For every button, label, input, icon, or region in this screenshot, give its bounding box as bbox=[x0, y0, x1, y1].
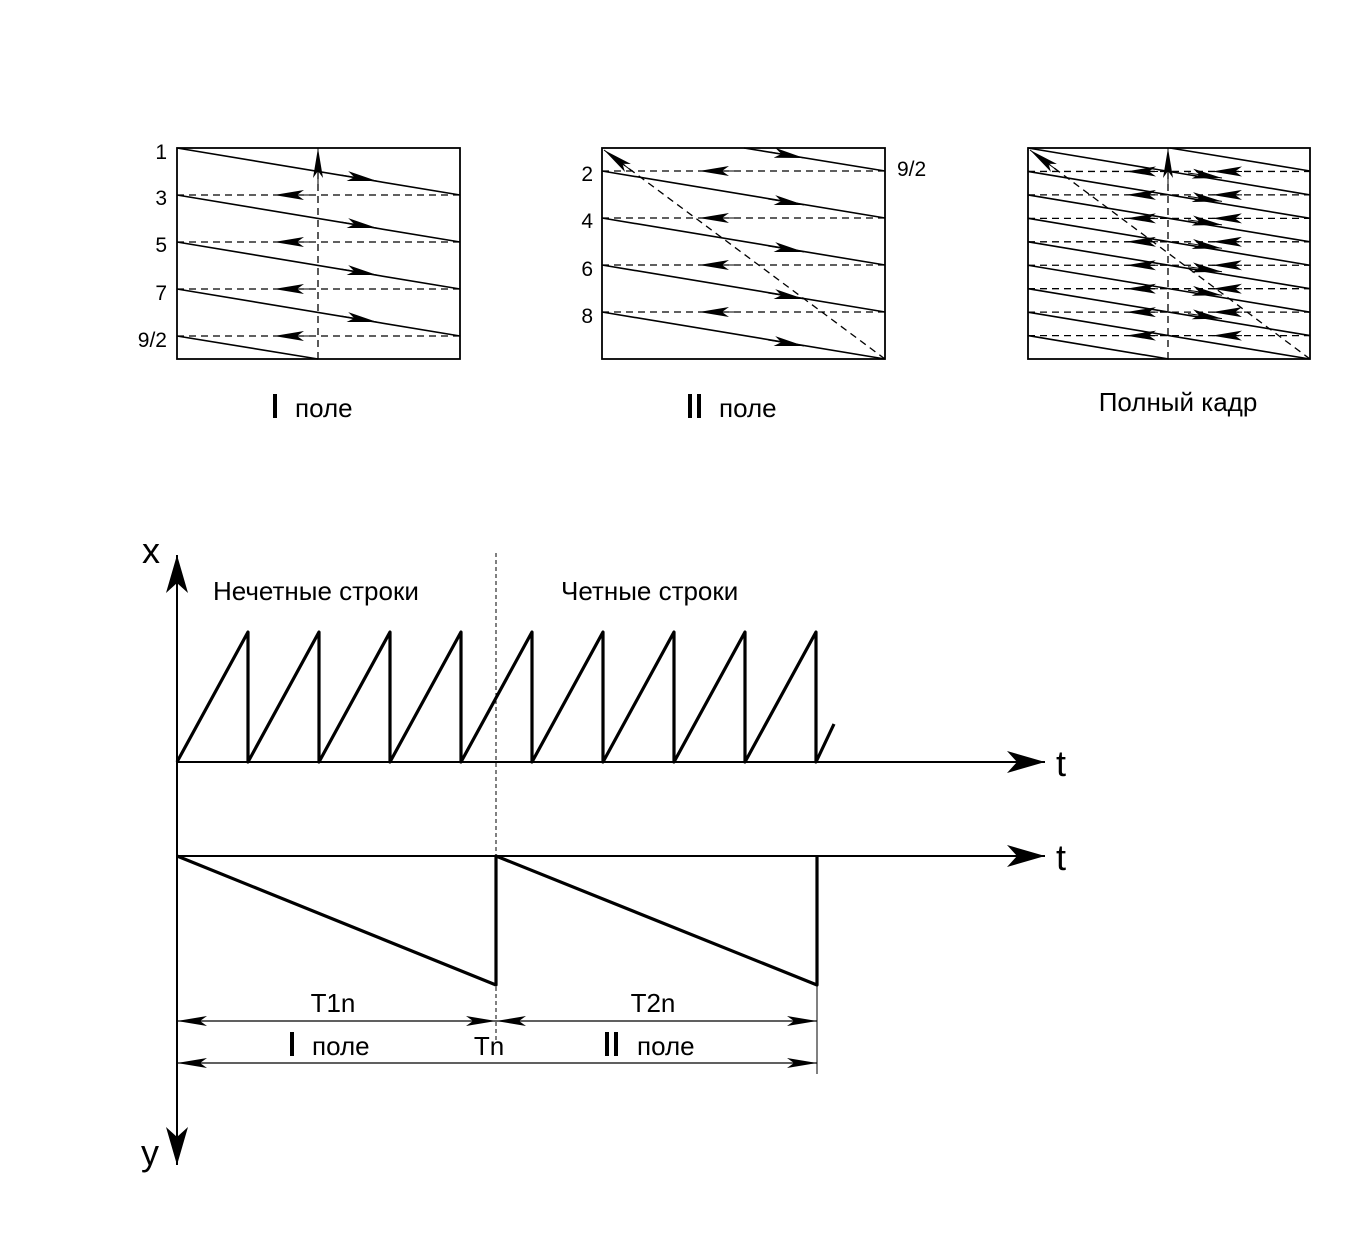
field-2-scan-line bbox=[743, 147, 886, 172]
field-2-scan-line bbox=[601, 311, 886, 360]
field-2-scan-line bbox=[601, 217, 886, 266]
t-axis-label: t bbox=[1056, 743, 1066, 784]
roman-numeral-glyph bbox=[697, 394, 701, 418]
full-frame-scan-line bbox=[1027, 241, 1311, 290]
full-frame-scan-line bbox=[1169, 147, 1311, 172]
full-frame-scan-line bbox=[1027, 334, 1169, 360]
vertical-retrace-arrow bbox=[1029, 149, 1059, 172]
field-2-span-label: поле bbox=[637, 1031, 695, 1061]
line-label: 5 bbox=[155, 234, 167, 257]
scan-direction-arrow bbox=[1187, 285, 1223, 296]
scan-direction-arrow bbox=[767, 242, 805, 253]
x-axis-label: x bbox=[142, 530, 160, 571]
line-label-right: 9/2 bbox=[897, 158, 926, 181]
field-1-raster: 1 3 5 7 9/2 поле bbox=[138, 141, 461, 423]
vertical-sawtooth bbox=[176, 854, 819, 987]
full-frame-scan-line bbox=[1027, 287, 1311, 337]
scan-direction-arrow bbox=[769, 147, 805, 159]
scan-direction-arrow bbox=[340, 265, 378, 276]
full-frame-raster: Полный кадр bbox=[1027, 147, 1311, 417]
full-frame-diagonal-retrace bbox=[1037, 155, 1311, 360]
scan-direction-arrow bbox=[1187, 192, 1223, 202]
field-1-span-label: поле bbox=[312, 1031, 370, 1061]
scan-direction-arrow bbox=[340, 218, 378, 229]
full-frame-scan-line bbox=[1027, 311, 1310, 360]
field-1-scan-line bbox=[176, 288, 461, 337]
odd-lines-label: Нечетные строки bbox=[213, 576, 419, 606]
scan-direction-arrow bbox=[767, 336, 805, 347]
scan-direction-arrow bbox=[767, 195, 805, 206]
vertical-retrace-arrow bbox=[603, 149, 633, 172]
roman-numeral-glyph bbox=[273, 394, 277, 418]
field-2-vertical-retrace bbox=[611, 155, 886, 360]
scan-direction-arrow bbox=[1187, 239, 1223, 249]
scan-direction-arrow bbox=[340, 171, 378, 182]
field-1-scan-line bbox=[176, 335, 319, 360]
scan-direction-arrow bbox=[1187, 168, 1223, 179]
field-1-scan-line bbox=[176, 194, 461, 243]
full-frame-scan-line bbox=[1027, 170, 1311, 220]
field-2-frame bbox=[601, 147, 886, 360]
scan-direction-arrow bbox=[1187, 215, 1223, 226]
scan-direction-arrow bbox=[1187, 262, 1223, 273]
field-1-caption: поле bbox=[295, 393, 353, 423]
line-label: 7 bbox=[155, 282, 167, 305]
timing-diagram: x y t t Нечетные строки Четные строки T1… bbox=[141, 530, 1066, 1173]
full-frame-scan-line bbox=[1027, 194, 1311, 243]
full-frame-scan-line bbox=[1027, 147, 1311, 196]
roman-numeral-glyph bbox=[688, 394, 692, 418]
t2-label: T2n bbox=[631, 988, 676, 1018]
line-label: 1 bbox=[155, 141, 167, 164]
full-frame-scan-line bbox=[1027, 264, 1311, 313]
line-label: 3 bbox=[155, 187, 167, 210]
field-2-caption: поле bbox=[719, 393, 777, 423]
field-2-scan-line bbox=[601, 170, 886, 219]
full-frame-caption: Полный кадр bbox=[1099, 387, 1258, 417]
field-1-scan-line bbox=[176, 241, 461, 290]
even-lines-label: Четные строки bbox=[561, 576, 738, 606]
scan-direction-arrow bbox=[767, 289, 805, 300]
line-label: 6 bbox=[581, 258, 593, 281]
line-label: 2 bbox=[581, 163, 593, 186]
roman-numeral-glyph bbox=[605, 1032, 609, 1056]
scan-direction-arrow bbox=[340, 312, 378, 323]
line-label: 9/2 bbox=[138, 329, 167, 352]
tn-label: Tn bbox=[474, 1031, 504, 1061]
line-label: 8 bbox=[581, 305, 593, 328]
horizontal-sawtooth bbox=[175, 630, 836, 764]
roman-numeral-glyph bbox=[614, 1032, 618, 1056]
field-2-scan-line bbox=[601, 264, 886, 313]
t1-label: T1n bbox=[311, 988, 356, 1018]
line-label: 4 bbox=[581, 210, 593, 233]
t-axis-label: t bbox=[1056, 837, 1066, 878]
roman-numeral-glyph bbox=[290, 1032, 294, 1056]
scan-direction-arrow bbox=[1187, 309, 1223, 320]
field-2-raster: 2 4 6 8 9/2 поле bbox=[581, 147, 926, 423]
y-axis-label: y bbox=[141, 1132, 159, 1173]
full-frame-scan-line bbox=[1027, 217, 1311, 267]
